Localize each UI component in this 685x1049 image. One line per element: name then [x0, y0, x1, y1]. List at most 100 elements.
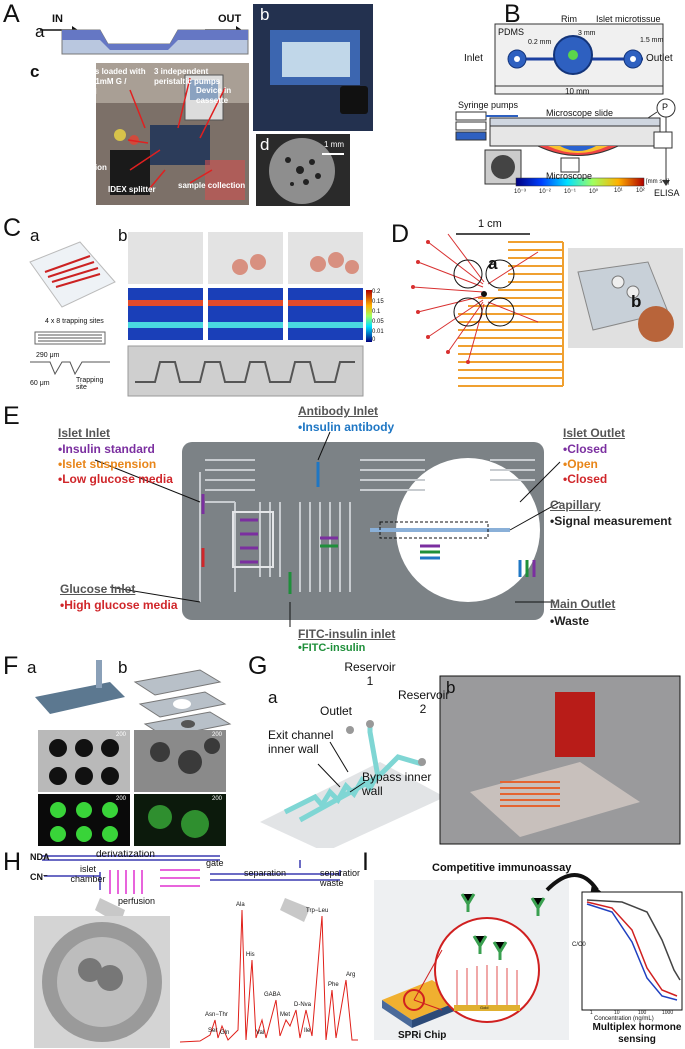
panel-a-sub-b: b — [260, 5, 270, 24]
inlet-label: Inlet — [464, 53, 483, 64]
scale-tick-2: 10⁻¹ — [564, 189, 576, 195]
peak-asn-thr: Asn−Thr — [205, 1012, 228, 1018]
f-scale-4: 200 — [212, 796, 223, 802]
f-scale-1: 200 — [116, 732, 127, 738]
plot-xtick-1: 1 — [590, 1010, 593, 1016]
cn-label: CN⁻ — [30, 872, 48, 882]
pump-p-label: P — [662, 102, 669, 112]
panel-a-sub-c: c — [30, 62, 40, 81]
trap-sites-label: 4 x 8 trapping sites — [45, 318, 104, 325]
f-scale-2: 200 — [212, 732, 223, 738]
antibody-inlet-item: •Insulin antibody — [298, 420, 395, 434]
scale-tick-1: 10⁻² — [539, 189, 551, 195]
dim-02mm: 0.2 mm — [528, 39, 552, 46]
capillary-item: •Signal measurement — [550, 514, 672, 528]
cbar-tick-2: 0.1 — [372, 309, 381, 315]
panel-a: A a IN OUT — [0, 0, 375, 210]
peak-his: His — [246, 952, 255, 958]
reservoir-1-label: Reservoir 1 — [344, 660, 396, 688]
peak-phe: Phe — [328, 982, 339, 988]
scale-tick-4: 10¹ — [614, 188, 623, 194]
reservoir-2-label: Reservoir 2 — [398, 688, 450, 716]
plot-xlabel: Concentration (ng/mL) — [594, 1016, 654, 1022]
spri-chip-label: SPRi Chip — [398, 1030, 447, 1041]
panel-h-graphics — [34, 855, 358, 1048]
out-label: OUT — [218, 13, 242, 25]
panel-g-sub-b: b — [446, 678, 456, 697]
peak-met: Met — [280, 1012, 291, 1018]
exit-channel-label: Exit channel inner wall — [268, 728, 334, 756]
islet-chamber-label: islet chamber — [70, 864, 106, 884]
panel-c: C a b — [0, 212, 385, 402]
panel-c-graphics — [29, 232, 372, 397]
competitive-immunoassay-title: Competitive immunoassay — [432, 862, 572, 874]
islet-inlet-title: Islet Inlet — [58, 426, 111, 440]
panel-h: H NDA CN⁻ derivatization islet chamber p… — [0, 850, 360, 1049]
panel-c-sub-b: b — [118, 226, 128, 245]
panel-e-letter: E — [3, 402, 20, 430]
bypass-label: Bypass inner wall — [362, 770, 432, 798]
panel-g-sub-a: a — [268, 688, 278, 707]
panel-b: B — [378, 0, 685, 210]
peak-val: Val — [256, 1030, 265, 1036]
islet-outlet-title: Islet Outlet — [563, 426, 626, 440]
islet-inlet-item-1: •Insulin standard — [58, 442, 155, 456]
microscope-slide-label: Microscope slide — [546, 108, 614, 118]
callout-reservoirs: Reservoirs loaded with 3mM G / 11mM G / … — [58, 67, 146, 96]
peak-arg: Arg — [346, 972, 356, 978]
plot-xtick-100: 100 — [638, 1010, 647, 1016]
islet-microtissue-label: Islet microtissue — [596, 14, 661, 24]
panel-g-letter: G — [248, 652, 268, 680]
panel-a-letter: A — [3, 0, 20, 28]
outlet-label: Outlet — [320, 704, 353, 718]
scale-unit: [mm s⁻¹] — [646, 179, 670, 185]
main-outlet-title: Main Outlet — [550, 597, 616, 611]
antibody-inlet-title: Antibody Inlet — [298, 404, 378, 418]
dim-3mm: 3 mm — [578, 30, 596, 37]
cbar-tick-1: 0.15 — [372, 299, 384, 305]
perfusion-label: perfusion — [118, 896, 156, 906]
panel-f: F a b 200 200 200 200 — [0, 652, 240, 848]
nda-label: NDA — [30, 852, 50, 862]
dim-15mm: 1.5 mm — [640, 37, 664, 44]
panel-b-graphics — [455, 23, 676, 187]
panel-d-sub-a: a — [488, 254, 498, 273]
callout-bubble-trap: Bubble trap — [40, 131, 85, 140]
islet-inlet-item-3: •Low glucose media — [58, 472, 173, 486]
fitc-inlet-title: FITC-insulin inlet — [298, 627, 396, 641]
panel-f-sub-b: b — [118, 658, 128, 677]
panel-i-letter: I — [362, 850, 369, 876]
elisa-label: ELISA — [654, 188, 680, 198]
multiplex-caption: Multiplex hormone sensing — [592, 1022, 682, 1045]
scale-tick-5: 10² — [636, 188, 645, 194]
peak-ala: Ala — [236, 902, 245, 908]
islet-outlet-item-3: •Closed — [563, 472, 608, 486]
scale-tick-0: 10⁻³ — [514, 189, 526, 195]
f-scale-3: 200 — [116, 796, 127, 802]
panel-i-graphics — [374, 873, 683, 1040]
derivatization-label: derivatization — [96, 850, 155, 860]
peak-trp-leu: Trp−Leu — [306, 908, 329, 914]
panel-g-graphics — [260, 675, 681, 848]
panel-i: I Competitive immunoassay SPRi Chip Gold… — [362, 850, 685, 1049]
panel-f-sub-a: a — [27, 658, 37, 677]
islet-outlet-item-2: •Open — [563, 457, 598, 471]
callout-pumps: 3 independent peristaltic pumps — [154, 67, 221, 86]
panel-g: G a Reservoir 1 Reservoir 2 Outlet Exit … — [240, 652, 685, 848]
dim-60um: 60 μm — [30, 380, 50, 387]
panel-d-sub-b: b — [631, 292, 642, 311]
outlet-label: Outlet — [646, 53, 673, 64]
islet-inlet-item-2: •Islet suspension — [58, 457, 157, 471]
panel-b-letter: B — [504, 0, 521, 28]
in-label: IN — [52, 13, 63, 25]
panel-f-letter: F — [3, 652, 19, 680]
glucose-inlet-title: Glucose Inlet — [60, 582, 136, 596]
syringe-pumps-label: Syringe pumps — [458, 100, 519, 110]
scale-1cm: 1 cm — [478, 218, 502, 230]
peak-ser: Ser — [208, 1028, 218, 1034]
peak-ile: Ile — [304, 1028, 311, 1034]
microscope-label: Microscope — [546, 171, 593, 181]
gate-label: gate — [206, 858, 224, 868]
panel-d-letter: D — [391, 220, 410, 248]
peak-gln: Gln — [220, 1030, 230, 1036]
